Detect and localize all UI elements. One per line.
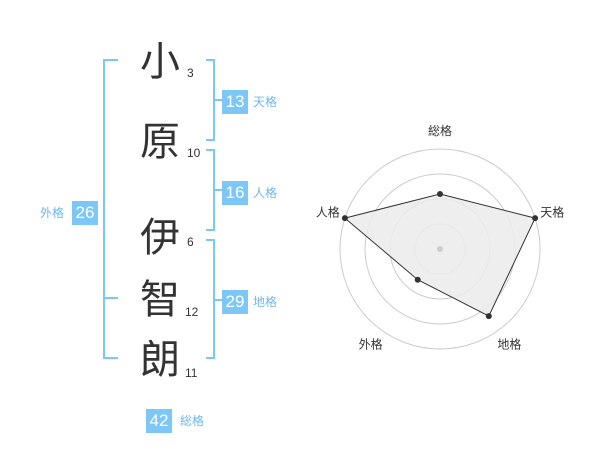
name-char-5: 朗 bbox=[140, 337, 180, 383]
jin-bracket bbox=[206, 149, 215, 231]
radar-axis-label-5: 人格 bbox=[316, 205, 340, 220]
radar-axis-label-4: 外格 bbox=[359, 337, 383, 352]
name-char-3: 伊 bbox=[140, 215, 180, 261]
jin-value-badge: 16 bbox=[222, 181, 248, 205]
radar-axis-label-3: 地格 bbox=[497, 337, 521, 352]
stroke-count-4: 12 bbox=[185, 305, 199, 319]
sou-value-badge: 42 bbox=[146, 409, 172, 433]
ten-value-badge: 13 bbox=[222, 90, 248, 114]
chi-label: 地格 bbox=[253, 295, 278, 309]
chi-value-badge: 29 bbox=[222, 290, 248, 314]
name-char-1: 小 bbox=[140, 39, 180, 85]
radar-axis-label-1: 総格 bbox=[428, 123, 452, 138]
radar-points bbox=[341, 191, 539, 320]
radar-center-dot bbox=[437, 246, 443, 252]
jin-label: 人格 bbox=[253, 186, 278, 200]
stroke-count-1: 3 bbox=[187, 66, 194, 80]
radar-axis-label-2: 天格 bbox=[540, 205, 564, 220]
gai-value-badge: 26 bbox=[72, 201, 98, 225]
sou-label: 総格 bbox=[180, 414, 205, 428]
ten-bracket bbox=[206, 59, 215, 141]
name-char-4: 智 bbox=[140, 277, 180, 323]
radar-point-1 bbox=[437, 191, 443, 197]
radar-point-5 bbox=[341, 215, 348, 222]
stroke-count-2: 10 bbox=[187, 146, 201, 160]
stroke-count-5: 11 bbox=[185, 366, 198, 380]
radar-polygon bbox=[343, 193, 536, 317]
radar-point-4 bbox=[414, 276, 421, 283]
radar-point-2 bbox=[532, 215, 539, 222]
gai-label: 外格 bbox=[40, 206, 65, 220]
name-char-2: 原 bbox=[140, 119, 180, 165]
stroke-count-3: 6 bbox=[187, 235, 194, 249]
gai-bracket bbox=[103, 59, 118, 359]
radar-ring-4 bbox=[339, 148, 541, 350]
chi-bracket bbox=[206, 239, 215, 359]
radar-point-3 bbox=[485, 313, 492, 320]
ten-label: 天格 bbox=[253, 95, 278, 109]
